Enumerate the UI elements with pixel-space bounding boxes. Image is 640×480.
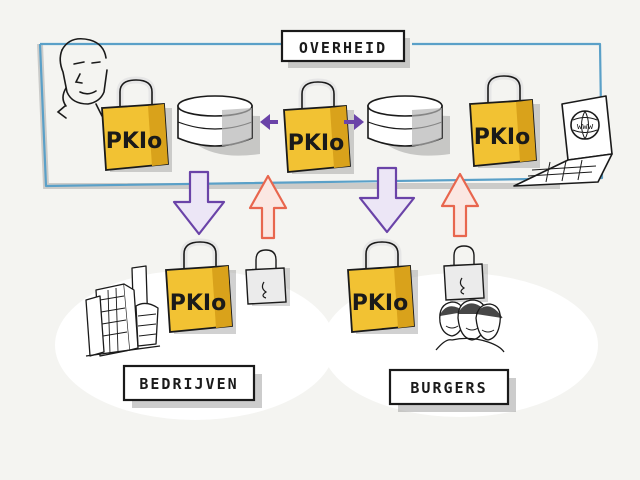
people-icon (435, 299, 505, 353)
laptop-icon: www (513, 95, 613, 187)
down-arrow-burgers (358, 166, 416, 234)
padlock-label: PKIo (474, 125, 530, 150)
padlock-icon: PKIo (469, 72, 540, 168)
down-arrow-bedrijven (172, 170, 226, 236)
small-padlock-icon (443, 245, 488, 302)
padlock-icon: PKIo (101, 76, 172, 172)
padlock-icon: PKIo (165, 238, 236, 334)
bedrijven-label-text: BEDRIJVEN (139, 375, 238, 393)
padlock-icon: PKIo (283, 78, 354, 174)
database-icon (367, 95, 450, 156)
bidirectional-arrow-right (344, 114, 364, 130)
overheid-label: OVERHEID (280, 29, 410, 68)
padlock-label: PKIo (106, 129, 162, 154)
padlock-label: PKIo (352, 291, 408, 316)
person-icon (56, 37, 108, 119)
laptop-screen-text: www (577, 122, 594, 132)
bedrijven-label: BEDRIJVEN (122, 364, 262, 408)
bidirectional-arrow-left (260, 114, 278, 130)
up-arrow-bedrijven (248, 174, 288, 240)
padlock-label: PKIo (288, 131, 344, 156)
office-buildings-icon (85, 265, 161, 357)
small-padlock-icon (245, 249, 290, 306)
burgers-label: BURGERS (388, 368, 516, 412)
burgers-label-text: BURGERS (410, 379, 487, 397)
padlock-label: PKIo (170, 291, 226, 316)
padlock-icon: PKIo (347, 238, 418, 334)
overheid-label-text: OVERHEID (299, 39, 387, 57)
database-icon (177, 95, 260, 156)
up-arrow-burgers (440, 172, 480, 238)
